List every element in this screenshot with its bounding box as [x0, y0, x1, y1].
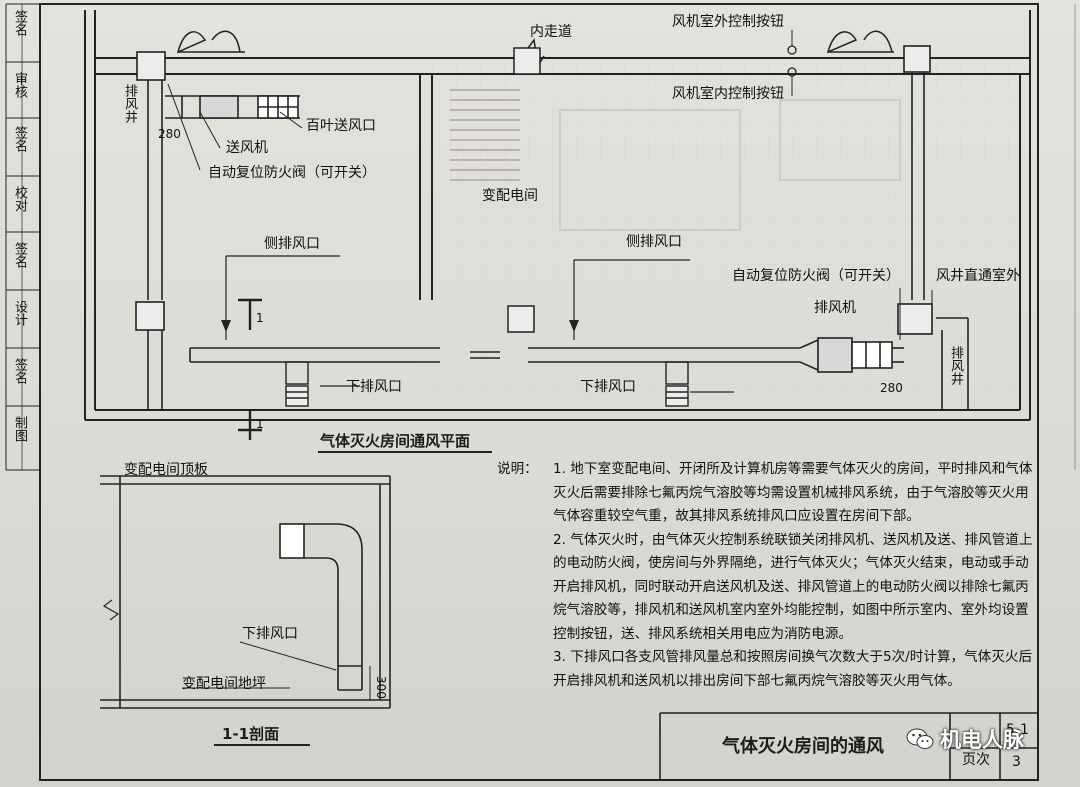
titleblock-title: 气体灭火房间的通风	[722, 736, 884, 757]
notes-head: 说明：	[497, 461, 538, 477]
room-label: 变配电间	[482, 188, 538, 204]
sidebar-cell-0: 签名	[12, 10, 27, 36]
sidebar-cell-3: 校对	[12, 186, 27, 212]
damper-left-label: 自动复位防火阀（可开关）	[208, 165, 376, 181]
bottom-outlet-mid-label: 下排风口	[580, 379, 636, 395]
sidebar-cell-4: 签名	[12, 242, 27, 268]
section-title: 1-1剖面	[222, 725, 280, 743]
side-outlet-mid-label: 侧排风口	[626, 234, 682, 250]
size-280-right: 280	[880, 381, 903, 395]
note-item-1: 1. 地下室变配电间、开闭所及计算机房等需要气体灭火的房间，平时排风和气体灭火后…	[553, 461, 1033, 524]
sidebar-cell-6: 签名	[12, 358, 27, 384]
watermark-text: 机电人脉	[940, 728, 1024, 752]
watermark: 机电人脉	[906, 722, 1024, 756]
section-floor-label: 变配电间地坪	[182, 676, 266, 692]
wechat-icon	[906, 728, 934, 749]
note-item-2: 2. 气体灭火时，由气体灭火控制系统联锁关闭排风机、送风机及送、排风管道上的电动…	[553, 531, 1033, 642]
exhaust-shaft-left-label: 排风井	[122, 84, 137, 123]
indoor-button-label: 风机室内控制按钮	[672, 86, 784, 102]
titleblock-page-label: 页次	[962, 752, 990, 768]
damper-right-label: 自动复位防火阀（可开关）	[732, 268, 900, 284]
section-outlet-label: 下排风口	[242, 626, 298, 642]
section-dim-300: 300	[374, 676, 388, 699]
outdoor-button-label: 风机室外控制按钮	[672, 14, 784, 30]
note-item-3: 3. 下排风口各支风管排风量总和按照房间换气次数大于5次/时计算，气体灭火后开启…	[553, 649, 1033, 689]
bottom-outlet-left-label: 下排风口	[346, 379, 402, 395]
notes-block: 说明： 1. 地下室变配电间、开闭所及计算机房等需要气体灭火的房间，平时排风和气…	[497, 458, 1037, 693]
section-mark-top: 1	[256, 311, 264, 325]
corridor-label: 内走道	[530, 24, 572, 40]
sidebar-cell-2: 签名	[12, 126, 27, 152]
exhaust-fan-label: 排风机	[814, 300, 856, 316]
supply-fan-label: 送风机	[226, 140, 268, 156]
section-ceiling-label: 变配电间顶板	[124, 462, 208, 478]
sidebar-cell-1: 审核	[12, 72, 27, 98]
size-280-left: 280	[158, 127, 181, 141]
plan-title: 气体灭火房间通风平面	[320, 432, 471, 450]
side-outlet-left-label: 侧排风口	[264, 236, 320, 252]
sidebar-cell-7: 制图	[12, 416, 27, 442]
grille-label: 百叶送风口	[306, 118, 376, 134]
titleblock-code: 5-1	[1006, 722, 1029, 738]
titleblock-page-number: 3	[1012, 754, 1021, 770]
section-mark-bottom: 1	[256, 417, 264, 431]
shaft-direct-label: 风井直通室外	[936, 268, 1020, 284]
exhaust-shaft-right-label: 排风井	[948, 346, 963, 385]
sidebar-cell-5: 设计	[12, 300, 27, 326]
